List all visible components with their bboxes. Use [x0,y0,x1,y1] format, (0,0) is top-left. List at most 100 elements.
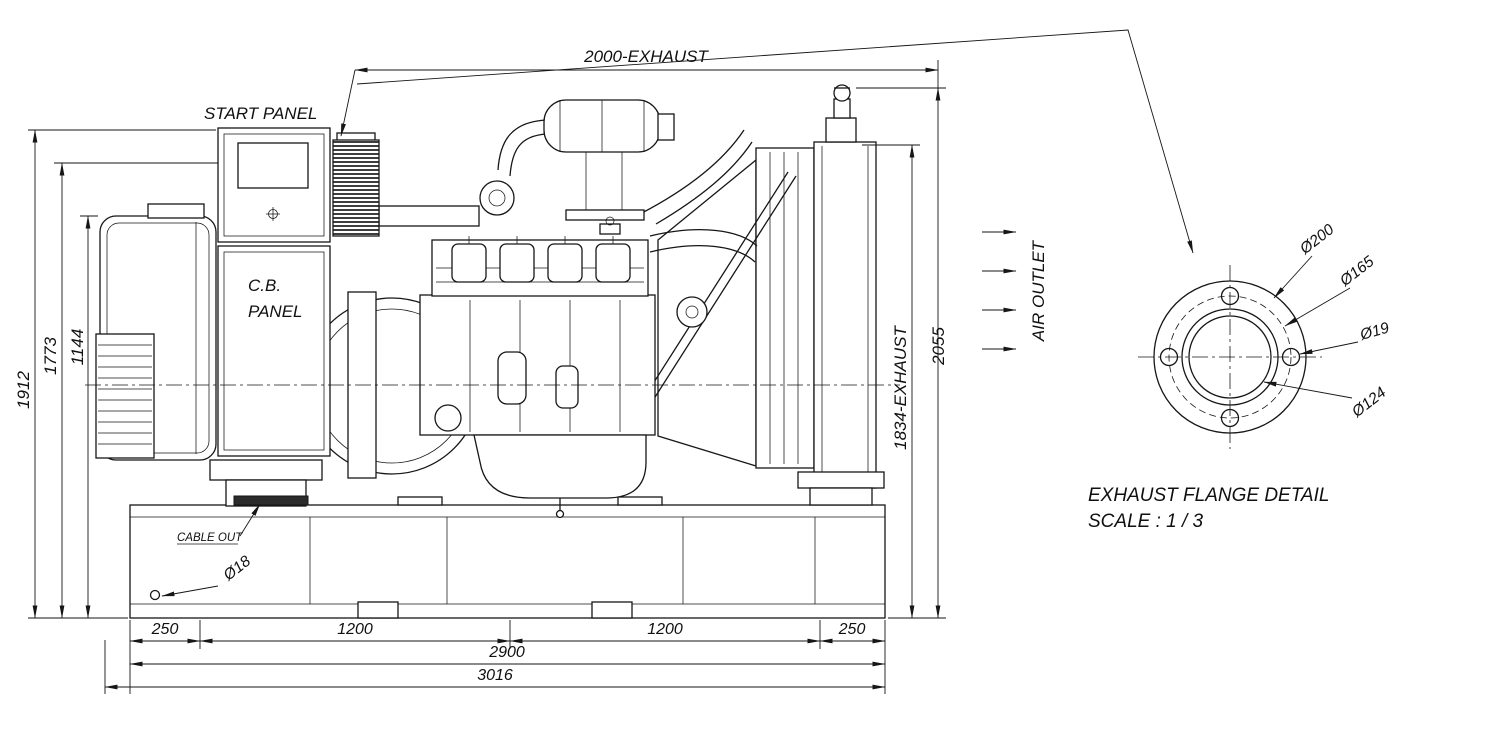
cb-panel-label-line1: C.B. [248,276,281,295]
panel-crosshair [266,207,280,221]
hole-leader [161,585,219,597]
dim-text-2000-exhaust: 2000-EXHAUST [583,47,709,66]
dim-text-2900: 2900 [488,644,525,661]
ext-lines-bottom [104,620,886,694]
air-inlet-cap [657,113,675,141]
start-panel-inner [223,133,325,237]
dim-text-3016: 3016 [477,667,513,684]
bolt-hole-bottom [1220,408,1240,428]
fin-stack [95,333,155,459]
cable-out-leader [239,503,261,537]
drain-plug [555,509,565,519]
ext-lines-left [28,129,218,619]
bolt-hole-top [1220,286,1240,306]
fan-hub [676,296,708,328]
terminal-box [147,203,205,219]
skid-flange-lines [130,516,885,605]
leader-to-exhaust [340,69,356,137]
upper-duct [639,129,753,225]
annotation-cable-out: CABLE OUT [177,503,261,545]
dim-text-1200-left: 1200 [337,621,373,638]
control-cabinet: START PANEL C.B. PANEL [204,104,331,457]
cooling-fins [98,344,152,445]
bolt-hole-right [1281,347,1301,367]
dim-text-1912: 1912 [14,371,33,409]
alternator [95,203,323,507]
dim-text-d165: Ø165 [1336,253,1377,291]
dim-text-d19: Ø19 [1357,319,1391,344]
dim-text-d124: Ø124 [1348,384,1389,422]
radiator-cap [833,84,851,102]
base-skid [129,496,886,619]
start-panel-label: START PANEL [204,104,317,123]
top-tank [825,117,857,143]
oil-pan [473,434,647,499]
detail-title: EXHAUST FLANGE DETAIL [1088,485,1329,506]
base-hole [149,589,161,601]
radiator-foot-upper [797,471,885,489]
leader-to-flange-detail [356,29,1194,254]
forklift-slot-right [591,601,633,619]
filter-bracket [585,152,623,210]
cable-out-label: CABLE OUT [177,532,243,544]
radiator-assembly [657,84,885,506]
radiator-frame [813,141,877,489]
skid-outline [129,504,886,619]
dim-text-1200-right: 1200 [647,621,683,638]
cb-panel-label-line2: PANEL [248,302,303,321]
dim-text-250-right: 250 [838,621,866,638]
flange-bore [1188,315,1272,399]
lifting-eye-base [599,223,621,235]
crosshair-lines [266,207,280,221]
dim-text-d200: Ø200 [1296,221,1337,259]
dimensions-right: 1834-EXHAUST 2055 [856,87,948,619]
core-fins [769,152,799,464]
leader-d165 [1284,287,1351,327]
leader-d200 [1273,255,1313,299]
flange-centerlines [1138,265,1322,449]
cb-panel-box [217,245,331,457]
flange-raised-face [1181,308,1279,406]
radiator-foot-lower [809,487,873,506]
exhaust-pipe [378,205,480,227]
dim-text-1144: 1144 [68,329,87,366]
exhaust-silencer [332,139,380,237]
skid-dividers [309,517,816,604]
flange-outer-circle [1153,280,1307,434]
dim-text-1773: 1773 [41,337,60,375]
dim-text-2055: 2055 [929,327,948,366]
lifting-eye [605,216,615,226]
alternator-foot-upper [209,459,323,481]
fan-hub-center [685,305,699,319]
cb-panel-inner [223,251,325,451]
exhaust-flange-detail: Ø200 Ø165 Ø19 Ø124 EXHAUST FLANGE DETAIL… [1088,221,1392,532]
dim-text-250-left: 250 [151,621,179,638]
leader-d19 [1299,341,1359,355]
cable-exit-strip [233,495,309,506]
charge-pipe [649,229,758,263]
mounting-pad-right [617,496,663,506]
injector-stubs [468,236,614,244]
dimensions-bottom: 250 1200 1200 250 2900 3016 [104,620,886,694]
bracket-bar [565,209,645,221]
intake-pipe [497,119,547,177]
filler-neck [833,98,851,119]
dim-text-1834-exhaust: 1834-EXHAUST [891,325,910,450]
dimensions-left: 1912 1773 1144 [14,129,218,619]
radiator-core [755,147,815,469]
fuel-filter [555,365,579,409]
leader-d124 [1263,381,1353,399]
valve-cover-3 [547,243,583,283]
forklift-slot-left [357,601,399,619]
air-outlet-annotation: AIR OUTLET [982,229,1048,352]
valve-cover-2 [499,243,535,283]
valve-cover-1 [451,243,487,283]
engine [332,99,797,519]
valve-cover-4 [595,243,631,283]
frame-inner-lines [821,146,869,484]
air-filter-bands [559,100,645,152]
bolt-hole-left [1159,347,1179,367]
start-panel-screen [237,142,309,189]
